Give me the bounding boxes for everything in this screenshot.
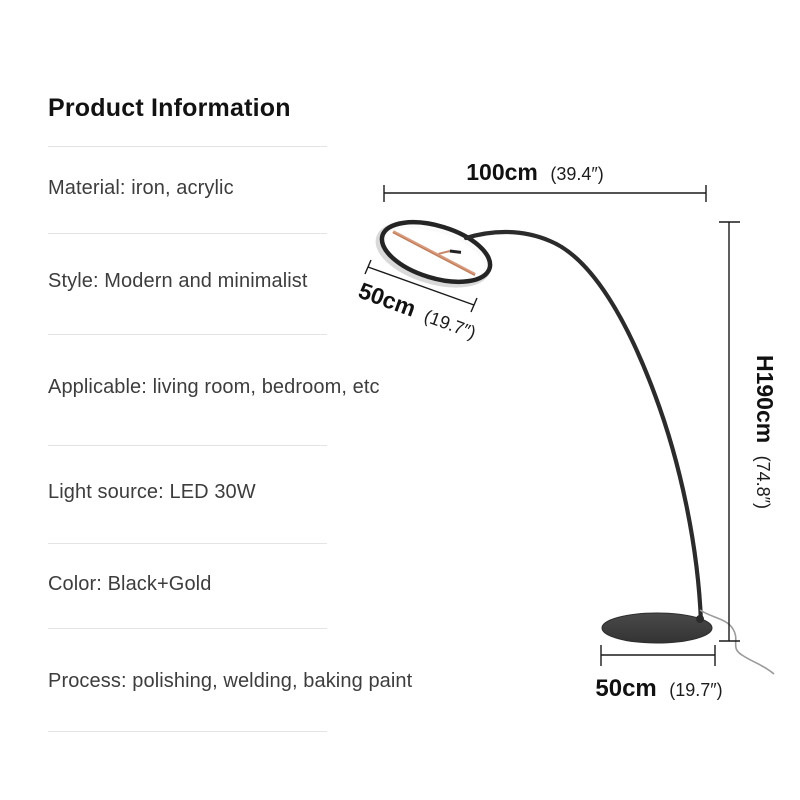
height-dimension: H190cm (74.8″)	[719, 221, 778, 642]
top-width-dimension: 100cm (39.4″)	[383, 159, 707, 202]
spec-light-source: Light source: LED 30W	[48, 481, 256, 503]
divider	[48, 543, 327, 544]
spec-style: Style: Modern and minimalist	[48, 270, 308, 292]
spec-applicable: Applicable: living room, bedroom, etc	[48, 376, 380, 398]
divider	[48, 146, 327, 147]
spec-color: Color: Black+Gold	[48, 573, 212, 595]
spec-material: Material: iron, acrylic	[48, 177, 234, 199]
divider	[48, 334, 327, 335]
lamp-arc-arm	[463, 229, 704, 625]
pole-mount	[696, 615, 704, 623]
divider	[48, 731, 327, 732]
divider	[48, 628, 327, 629]
spec-process: Process: polishing, welding, baking pain…	[48, 670, 413, 692]
divider	[48, 445, 327, 446]
lamp-head-ring	[375, 219, 493, 288]
base-diameter-dimension: 50cm (19.7″)	[595, 645, 723, 702]
power-cord	[699, 609, 775, 675]
divider	[48, 233, 327, 234]
page-title: Product Information	[48, 94, 291, 122]
lamp-base	[601, 612, 713, 644]
led-bar	[392, 230, 476, 277]
base-diameter-label: 50cm (19.7″)	[595, 675, 722, 702]
height-label: H190cm (74.8″)	[752, 355, 778, 509]
top-width-label: 100cm (39.4″)	[466, 159, 603, 185]
